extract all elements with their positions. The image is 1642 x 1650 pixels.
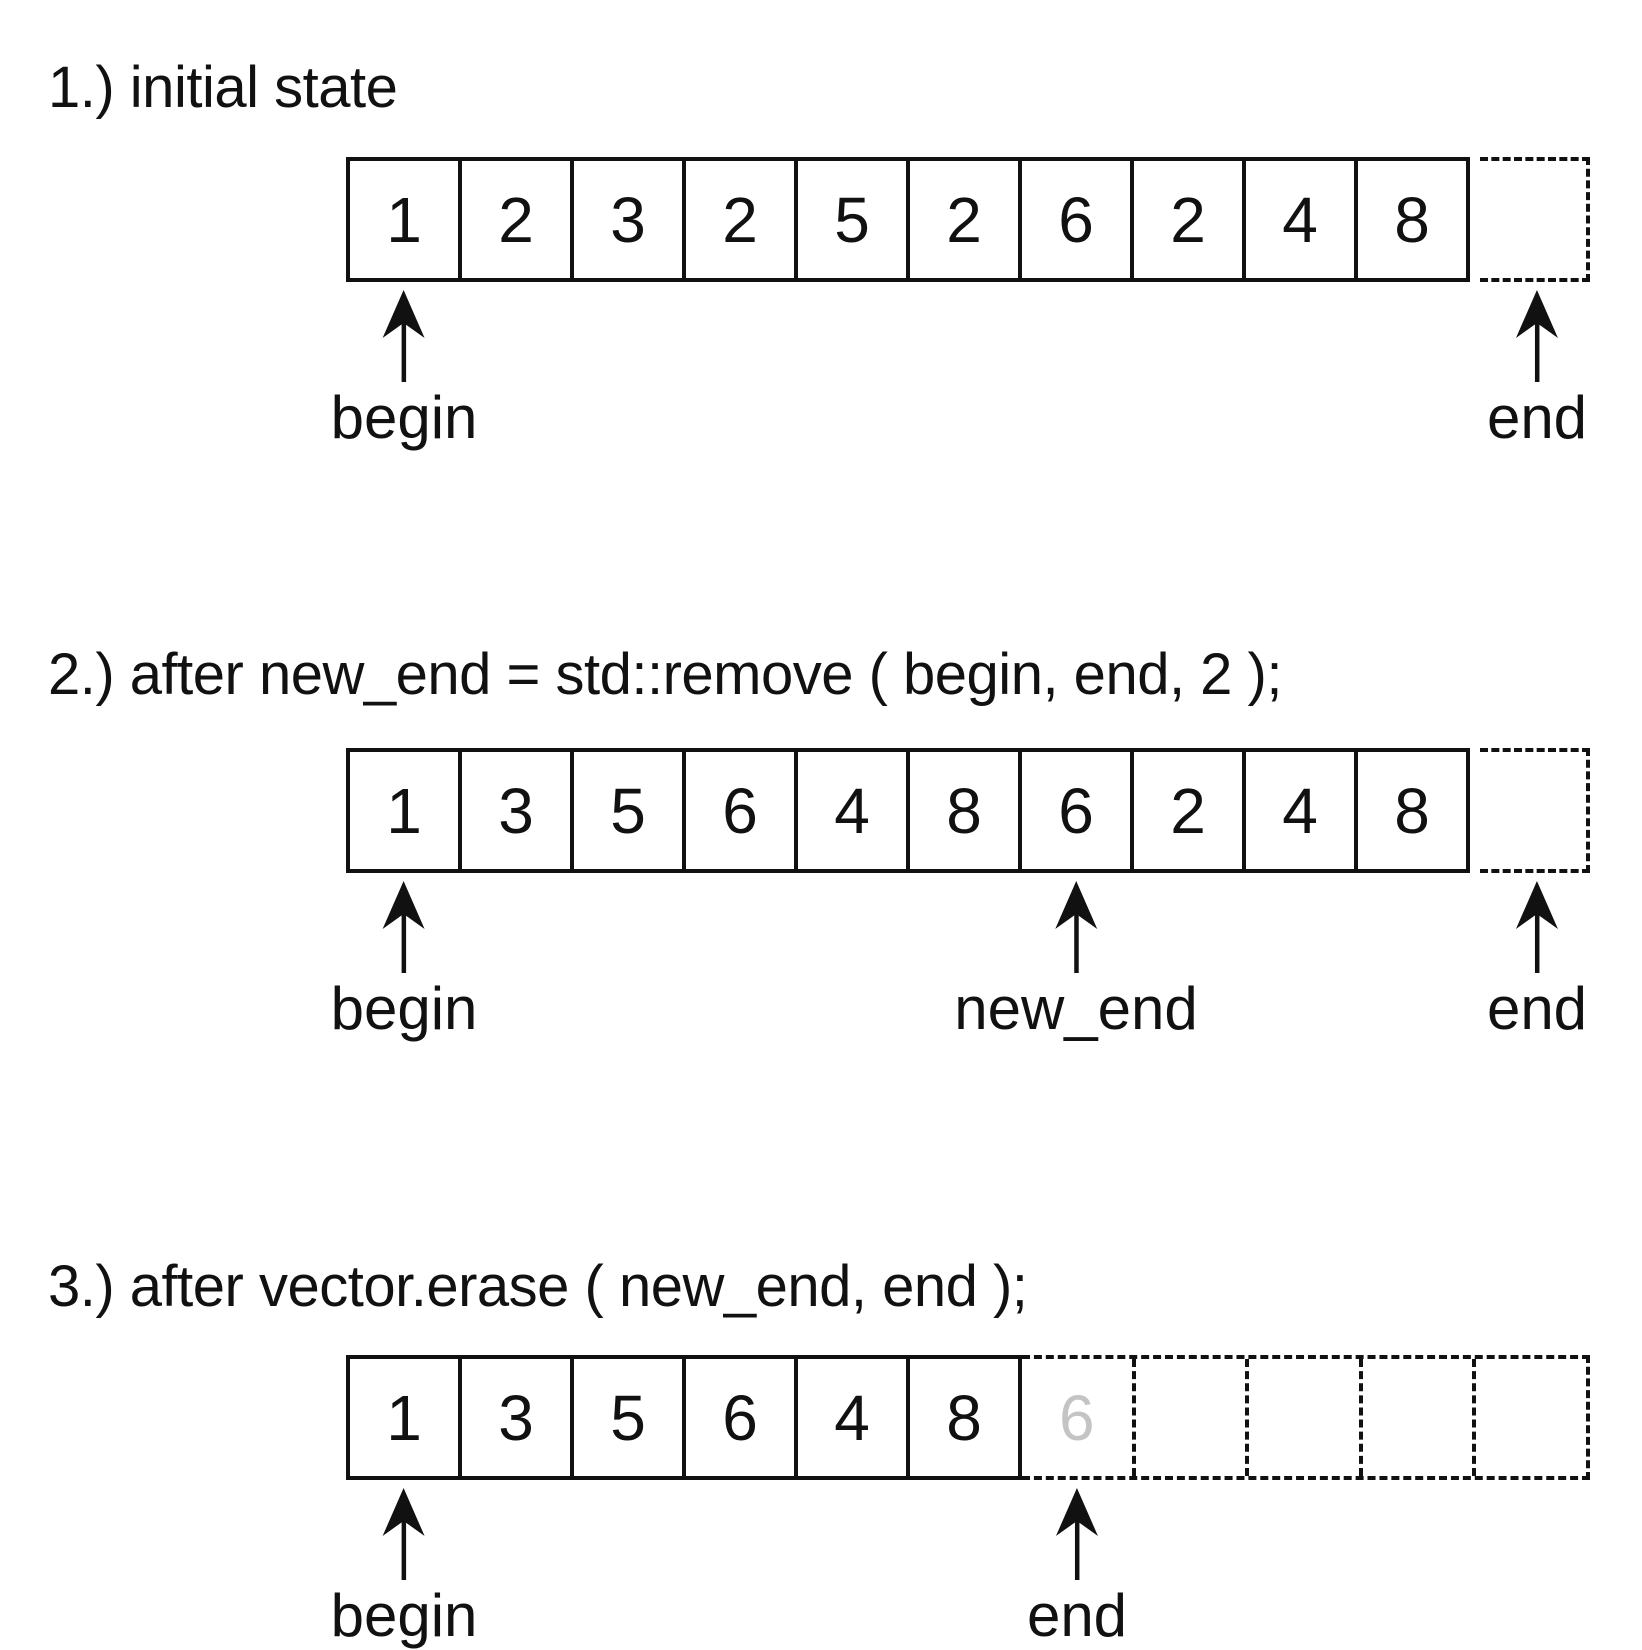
up-arrow-icon	[1515, 881, 1558, 973]
array-cell: 1	[386, 183, 422, 256]
erased-cell	[1245, 1359, 1359, 1476]
section-3-erased-region: 6	[1022, 1355, 1590, 1480]
array-cell: 4	[1242, 752, 1354, 869]
pointer-end: end	[1027, 1488, 1127, 1646]
up-arrow-icon	[1515, 290, 1558, 382]
array-cell: 6	[682, 752, 794, 869]
pointer-label-end: end	[1486, 975, 1588, 1042]
array-cell: 6	[1018, 161, 1130, 278]
pointer-label-begin: begin	[330, 975, 478, 1042]
array-cell: 3	[458, 752, 570, 869]
pointer-begin: begin	[330, 290, 478, 451]
erased-cell	[1131, 1359, 1246, 1476]
past-end-cell	[1480, 161, 1586, 278]
array-cell: 3	[570, 161, 682, 278]
array-cell: 5	[570, 1359, 682, 1476]
pointer-label-begin: begin	[330, 1582, 478, 1649]
array-cell: 1	[386, 1381, 422, 1454]
pointer-end: end	[1487, 290, 1587, 448]
pointer-begin: begin	[330, 881, 478, 1042]
section-1-past-end-slot	[1480, 157, 1590, 282]
array-cell: 8	[906, 752, 1018, 869]
array-cell: 2	[906, 161, 1018, 278]
array-cell: 6	[1018, 752, 1130, 869]
array-cell: 4	[794, 752, 906, 869]
erased-cell	[1358, 1359, 1473, 1476]
pointer-end: end	[1487, 881, 1587, 1039]
pointer-label-end: end	[1486, 384, 1588, 451]
pointer-label-new-end: new_end	[954, 975, 1198, 1042]
array-cell: 4	[1242, 161, 1354, 278]
array-cell: 4	[794, 1359, 906, 1476]
array-cell: 8	[1354, 161, 1466, 278]
array-cell: 8	[906, 1359, 1018, 1476]
pointer-begin: begin	[330, 1488, 478, 1649]
array-cell: 6	[682, 1359, 794, 1476]
up-arrow-icon	[383, 290, 425, 382]
erased-cell: 6	[1059, 1381, 1095, 1454]
up-arrow-icon	[383, 1488, 425, 1580]
pointer-new-end: new_end	[954, 881, 1198, 1039]
up-arrow-icon	[383, 881, 425, 973]
array-cell: 2	[1130, 161, 1242, 278]
array-cell: 3	[458, 1359, 570, 1476]
array-cell: 5	[570, 752, 682, 869]
array-cell: 2	[1130, 752, 1242, 869]
array-cell: 2	[458, 161, 570, 278]
erased-cell	[1472, 1359, 1586, 1476]
pointer-label-end: end	[1026, 1582, 1128, 1649]
array-cell: 1	[386, 774, 422, 847]
section-3-title: 3.) after vector.erase ( new_end, end );	[48, 1254, 1028, 1319]
pointer-label-begin: begin	[330, 384, 478, 451]
array-cell: 8	[1354, 752, 1466, 869]
up-arrow-icon	[1054, 881, 1097, 973]
section-2-title: 2.) after new_end = std::remove ( begin,…	[48, 642, 1282, 707]
past-end-cell	[1480, 752, 1586, 869]
section-1-title: 1.) initial state	[48, 55, 398, 120]
section-2-past-end-slot	[1480, 748, 1590, 873]
array-cell: 5	[794, 161, 906, 278]
array-cell: 2	[682, 161, 794, 278]
up-arrow-icon	[1055, 1488, 1098, 1580]
